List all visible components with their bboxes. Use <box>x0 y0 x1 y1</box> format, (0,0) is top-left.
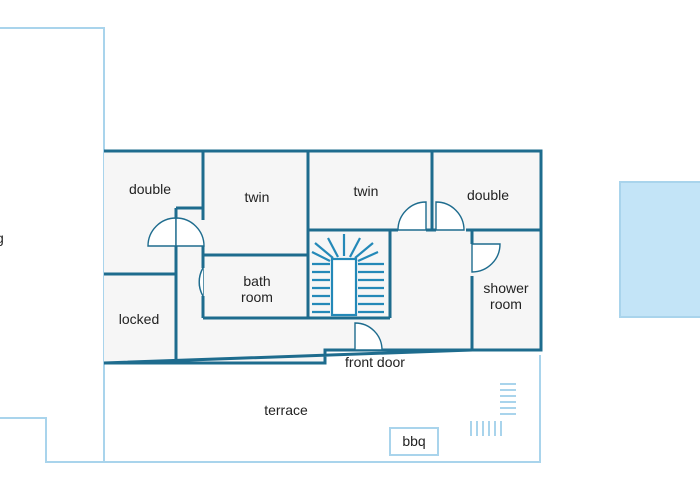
pool <box>619 181 700 318</box>
room-label-shower: shower <box>483 280 528 296</box>
room-label-bath: bath <box>243 273 270 289</box>
terrace-steps-horizontal <box>470 421 502 436</box>
room-label-double-right: double <box>467 187 509 203</box>
door-front <box>354 322 383 351</box>
door-double-right <box>435 201 465 231</box>
bbq-label: bbq <box>402 433 425 449</box>
door-twin-right <box>397 201 427 231</box>
room-label-twin-right: twin <box>354 183 379 199</box>
bbq-box <box>389 427 439 456</box>
door-bath-swing <box>198 267 204 297</box>
cut-off-label: g <box>0 230 4 246</box>
door-double-left <box>147 217 205 247</box>
front-door-label: front door <box>345 354 405 370</box>
room-label-twin-left: twin <box>245 189 270 205</box>
terrace-label: terrace <box>264 402 308 418</box>
terrace-steps-vertical <box>500 383 516 415</box>
staircase <box>311 234 384 317</box>
room-label-bath-room: room <box>241 289 273 305</box>
terrace-left-outline <box>0 417 104 463</box>
room-label-double-left: double <box>129 181 171 197</box>
door-shower <box>471 243 501 273</box>
room-label-shower-room: room <box>490 296 522 312</box>
room-label-locked: locked <box>119 311 159 327</box>
